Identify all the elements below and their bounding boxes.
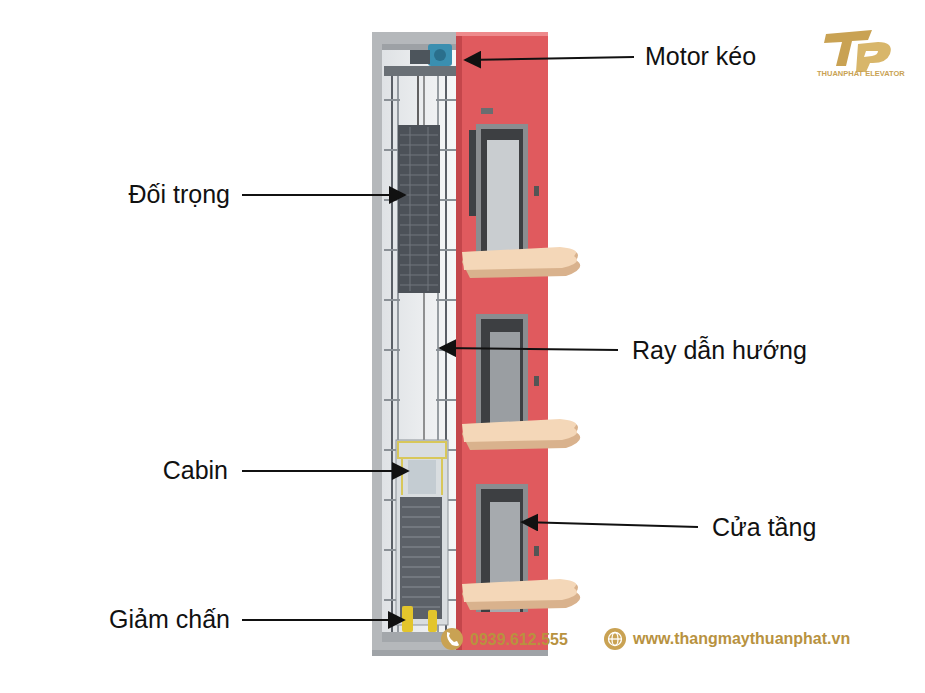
part-label: Motor kéo	[645, 42, 756, 71]
facade-top	[456, 32, 548, 36]
facade-edge	[456, 32, 462, 654]
phone-icon	[441, 628, 463, 650]
globe-glyph	[609, 633, 622, 646]
phone-number: 0939.612.555	[470, 631, 568, 649]
leader-arrow	[242, 470, 408, 472]
facade-wall	[456, 32, 548, 654]
website-url: www.thangmaythuanphat.vn	[633, 630, 850, 648]
leader-arrow	[242, 194, 405, 196]
call-button	[534, 376, 539, 386]
shaft-wall	[372, 32, 462, 654]
leader-arrow	[465, 57, 634, 60]
globe-icon	[604, 628, 626, 650]
cabin-frame	[401, 458, 403, 495]
shaft-interior	[382, 44, 458, 642]
motor	[428, 44, 452, 66]
buffer	[428, 610, 437, 632]
cabin-frame	[398, 442, 446, 458]
logo-mark	[856, 42, 891, 72]
part-label: Ray dẫn hướng	[632, 336, 807, 365]
machine-beam	[384, 66, 456, 76]
floor-slab-top	[462, 247, 577, 270]
call-button	[534, 186, 539, 196]
counterweight	[398, 125, 440, 293]
cabin-interior	[487, 140, 519, 252]
leader-arrow	[522, 522, 698, 527]
counterweight-plates	[400, 127, 438, 291]
floor-slab-top	[462, 579, 577, 602]
motor-sheave	[434, 49, 446, 61]
call-button	[534, 546, 539, 556]
cabin-lattice	[400, 497, 442, 619]
part-label: Cabin	[163, 456, 228, 485]
cabin-frame	[441, 458, 443, 495]
floor-indicator	[481, 108, 493, 114]
base-slab	[372, 650, 548, 656]
floor-slab	[462, 580, 580, 610]
part-label: Cửa tầng	[712, 513, 816, 542]
call-panel	[469, 130, 477, 216]
cabin-wall	[408, 460, 436, 494]
cabin	[396, 440, 448, 625]
leader-arrow	[242, 619, 404, 621]
rope	[417, 76, 419, 125]
floor-slab	[462, 420, 580, 450]
landing-door-opening	[481, 129, 523, 252]
floor-slab-top	[462, 419, 577, 442]
phone-glyph	[447, 632, 459, 646]
floor-slab	[462, 248, 580, 278]
leader-arrow	[440, 348, 618, 350]
motor-drum	[410, 50, 430, 64]
guide-rail	[391, 76, 393, 640]
logo-text: THUANPHAT ELEVATOR	[817, 70, 905, 79]
cabin-lattice-lines	[402, 507, 440, 607]
part-label: Giảm chấn	[109, 605, 230, 634]
landing-door-frame	[476, 124, 528, 252]
part-label: Đối trọng	[129, 180, 230, 209]
